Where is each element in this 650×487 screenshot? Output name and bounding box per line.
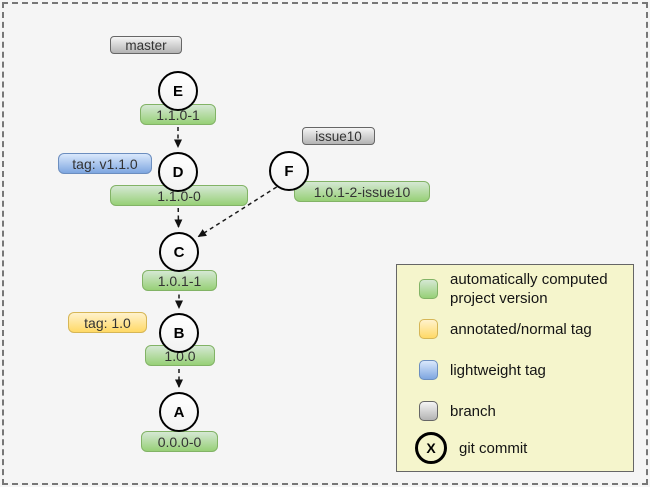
version-label-C: 1.0.1-1	[142, 270, 217, 291]
legend-item-label: branch	[450, 402, 496, 420]
commit-node-C: C	[159, 232, 199, 272]
gray-swatch-icon	[419, 401, 438, 421]
version-label-A: 0.0.0-0	[141, 431, 218, 452]
yellow-swatch-icon	[419, 319, 438, 339]
legend-item-project-version: automatically computed project version	[419, 269, 632, 309]
commit-node-E: E	[158, 71, 198, 111]
edge-F-C	[197, 182, 284, 238]
commit-circle-symbol: X	[426, 440, 436, 456]
branch-label-master: master	[110, 36, 182, 54]
commit-node-F: F	[269, 151, 309, 191]
commit-letter: C	[173, 243, 185, 261]
legend-box: automatically computed project version a…	[396, 264, 634, 472]
edge-D-C	[174, 192, 183, 228]
commit-letter: A	[173, 403, 185, 421]
green-swatch-icon	[419, 279, 438, 299]
legend-item-label: annotated/normal tag	[450, 320, 592, 338]
commit-node-D: D	[158, 152, 198, 192]
legend-item-label: automatically computed project version	[450, 271, 608, 307]
legend-item-label: git commit	[459, 439, 528, 457]
commit-letter: E	[172, 82, 183, 100]
commit-letter: B	[173, 324, 185, 342]
legend-item-label: lightweight tag	[450, 361, 546, 379]
legend-item-annotated-tag: annotated/normal tag	[419, 319, 592, 339]
commit-letter: D	[172, 163, 184, 181]
branch-label-issue10: issue10	[302, 127, 375, 145]
commit-circle-icon: X	[415, 432, 447, 464]
legend-item-branch: branch	[419, 401, 496, 421]
commit-node-A: A	[159, 392, 199, 432]
legend-item-git-commit: X git commit	[415, 432, 528, 464]
commit-letter: F	[284, 162, 294, 180]
blue-swatch-icon	[419, 360, 438, 380]
commit-node-B: B	[159, 313, 199, 353]
version-label-F: 1.0.1-2-issue10	[294, 181, 430, 202]
lightweight-tag-label: tag: v1.1.0	[58, 153, 152, 174]
annotated-tag-label: tag: 1.0	[68, 312, 147, 333]
legend-item-lightweight-tag: lightweight tag	[419, 360, 546, 380]
